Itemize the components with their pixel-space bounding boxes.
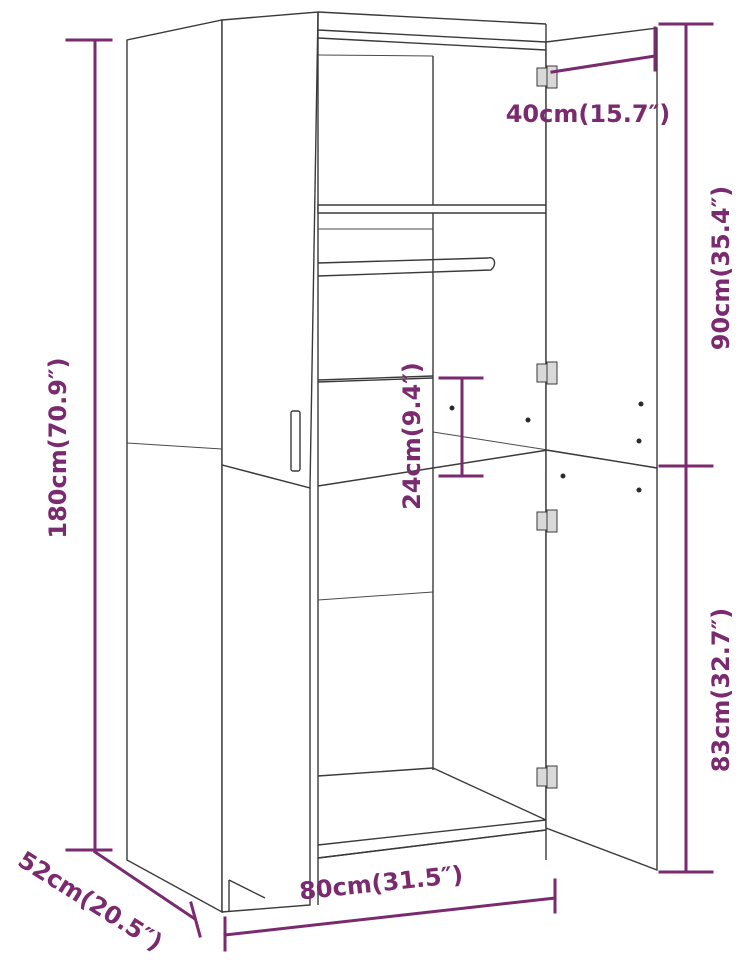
upper-shelf	[317, 204, 547, 214]
upper-height-label: 90cm(35.4″)	[707, 186, 735, 351]
shelf-depth-label: 40cm(15.7″)	[506, 100, 671, 128]
drawer-height-label: 24cm(9.4″)	[398, 362, 426, 510]
door-handle	[290, 410, 301, 472]
wardrobe-drawing	[126, 11, 658, 914]
left-door-upper	[221, 11, 319, 489]
hanging-rail	[317, 257, 496, 277]
right-door-lower	[545, 449, 658, 872]
lower-height-label: 83cm(32.7″)	[707, 608, 735, 773]
mounting-holes	[449, 401, 644, 493]
dimension-lines	[65, 22, 714, 952]
hinge-bottom	[536, 765, 558, 789]
left-door-lower	[221, 464, 311, 913]
left-side-panel	[126, 19, 223, 914]
hinge-upper-middle	[536, 361, 558, 385]
width-label: 80cm(31.5″)	[298, 861, 465, 906]
hinge-top	[536, 65, 558, 89]
hinge-lower-middle	[536, 509, 558, 533]
carcass-frame	[317, 12, 547, 859]
total-height-label: 180cm(70.9″)	[44, 357, 72, 538]
